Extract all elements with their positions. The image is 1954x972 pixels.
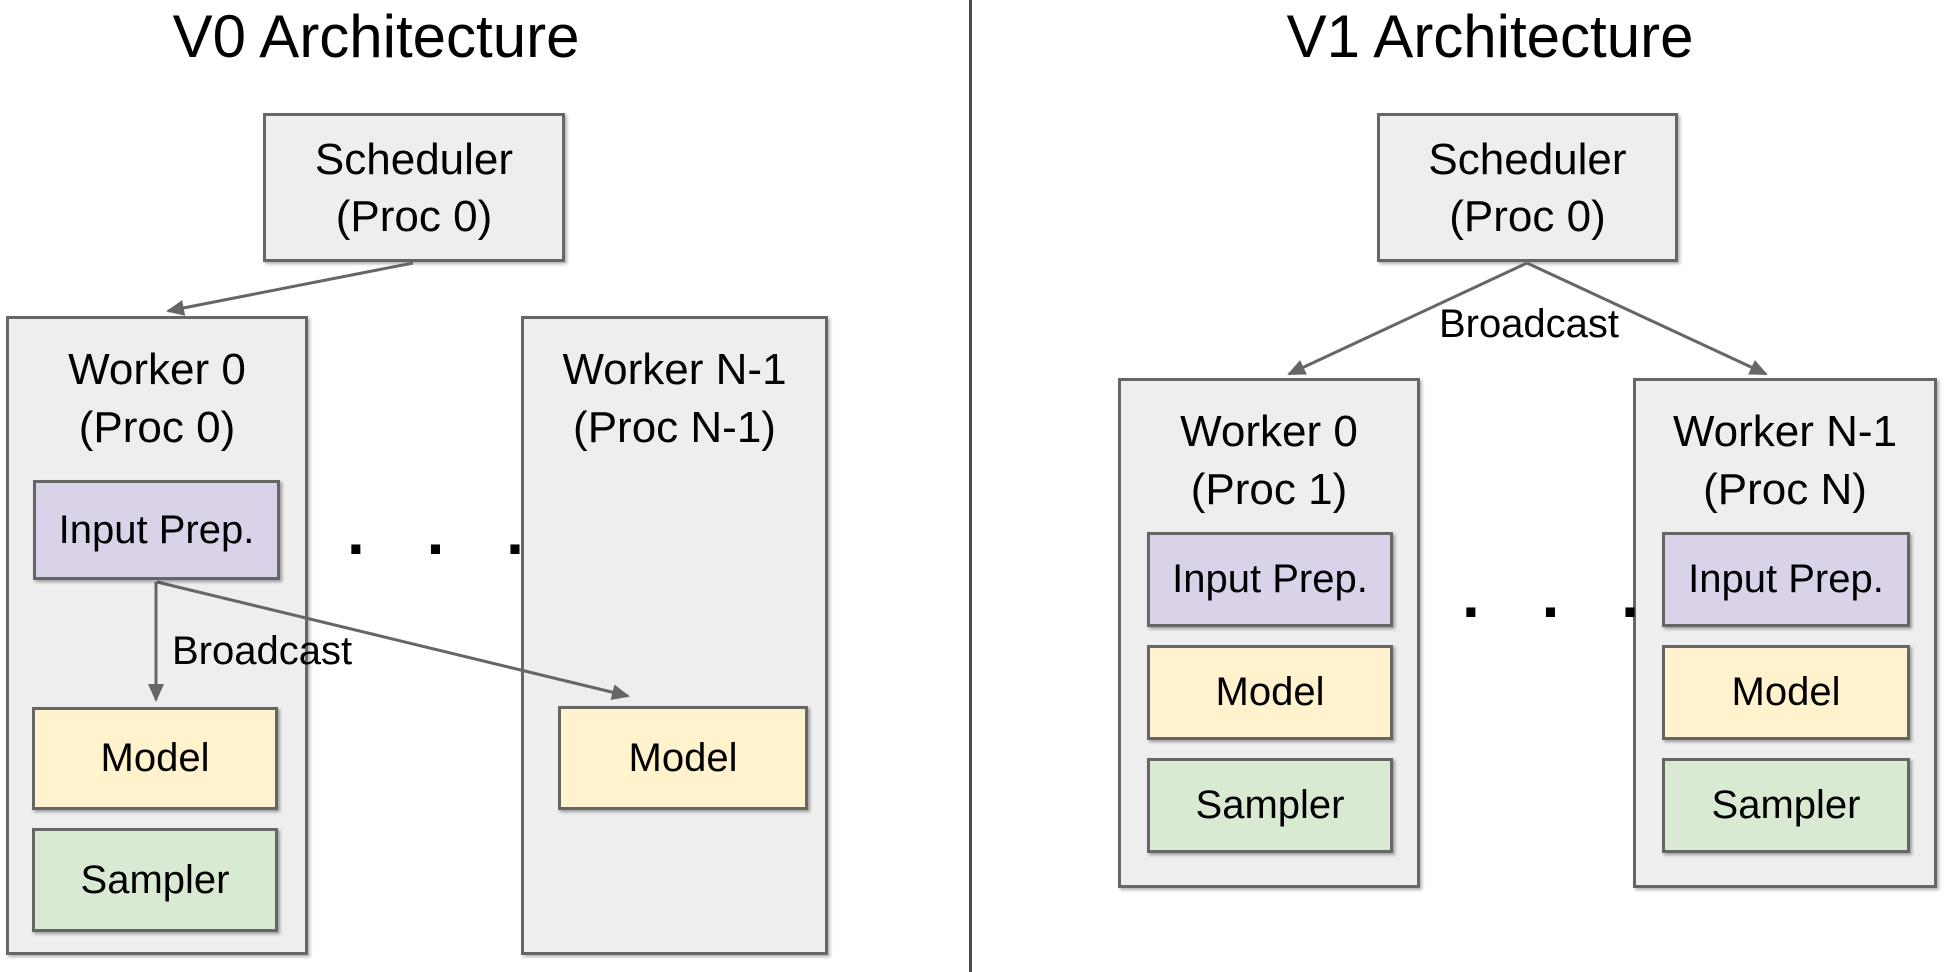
- v1-scheduler-box: Scheduler (Proc 0): [1377, 113, 1678, 262]
- v1-worker0-sampler-box: Sampler: [1147, 758, 1393, 853]
- v0-scheduler-proc: (Proc 0): [335, 191, 493, 241]
- v1-worker0-title: Worker 0 (Proc 1): [1121, 403, 1417, 519]
- v0-worker0-model-box: Model: [32, 707, 278, 810]
- v0-scheduler-to-worker0-arrow: [166, 261, 414, 316]
- v0-broadcast-label: Broadcast: [172, 629, 353, 673]
- panel-divider-line: [969, 0, 972, 972]
- v1-scheduler-name: Scheduler: [1428, 134, 1627, 184]
- v1-worker0-name: Worker 0: [1180, 407, 1358, 456]
- v0-worker0-name: Worker 0: [68, 345, 246, 394]
- v1-workerN-proc: (Proc N): [1703, 465, 1867, 514]
- v0-scheduler-name: Scheduler: [314, 134, 514, 184]
- v1-scheduler-proc: (Proc 0): [1449, 191, 1606, 241]
- v1-worker0-proc: (Proc 1): [1190, 465, 1348, 514]
- v0-scheduler-box: Scheduler (Proc 0): [263, 113, 565, 262]
- v0-workerN-proc: (Proc N-1): [573, 403, 776, 452]
- v0-workerN-model-box: Model: [558, 706, 808, 810]
- v1-broadcast-label: Broadcast: [1438, 302, 1620, 346]
- v0-workerN-name: Worker N-1: [562, 345, 787, 394]
- v1-panel-title: V1 Architecture: [1286, 3, 1694, 70]
- v1-worker0-model-box: Model: [1147, 645, 1393, 740]
- v0-worker0-input-prep-box: Input Prep.: [33, 480, 280, 580]
- v1-worker0-input-prep-box: Input Prep.: [1147, 532, 1393, 627]
- v0-worker0-sampler-box: Sampler: [32, 828, 278, 932]
- v1-ellipsis: . . .: [1462, 559, 1661, 631]
- v1-workerN-title: Worker N-1 (Proc N): [1636, 403, 1934, 519]
- v0-worker0-title: Worker 0 (Proc 0): [9, 341, 305, 457]
- v0-workerN-container: Worker N-1 (Proc N-1): [521, 316, 828, 955]
- v1-workerN-name: Worker N-1: [1672, 407, 1898, 456]
- v1-workerN-model-box: Model: [1662, 645, 1910, 740]
- v1-workerN-input-prep-box: Input Prep.: [1662, 532, 1910, 627]
- v1-workerN-sampler-box: Sampler: [1662, 758, 1910, 853]
- v0-worker0-proc: (Proc 0): [78, 403, 236, 452]
- v0-workerN-title: Worker N-1 (Proc N-1): [524, 341, 825, 457]
- v0-panel-title: V0 Architecture: [172, 3, 580, 70]
- v0-ellipsis: . . .: [347, 496, 546, 568]
